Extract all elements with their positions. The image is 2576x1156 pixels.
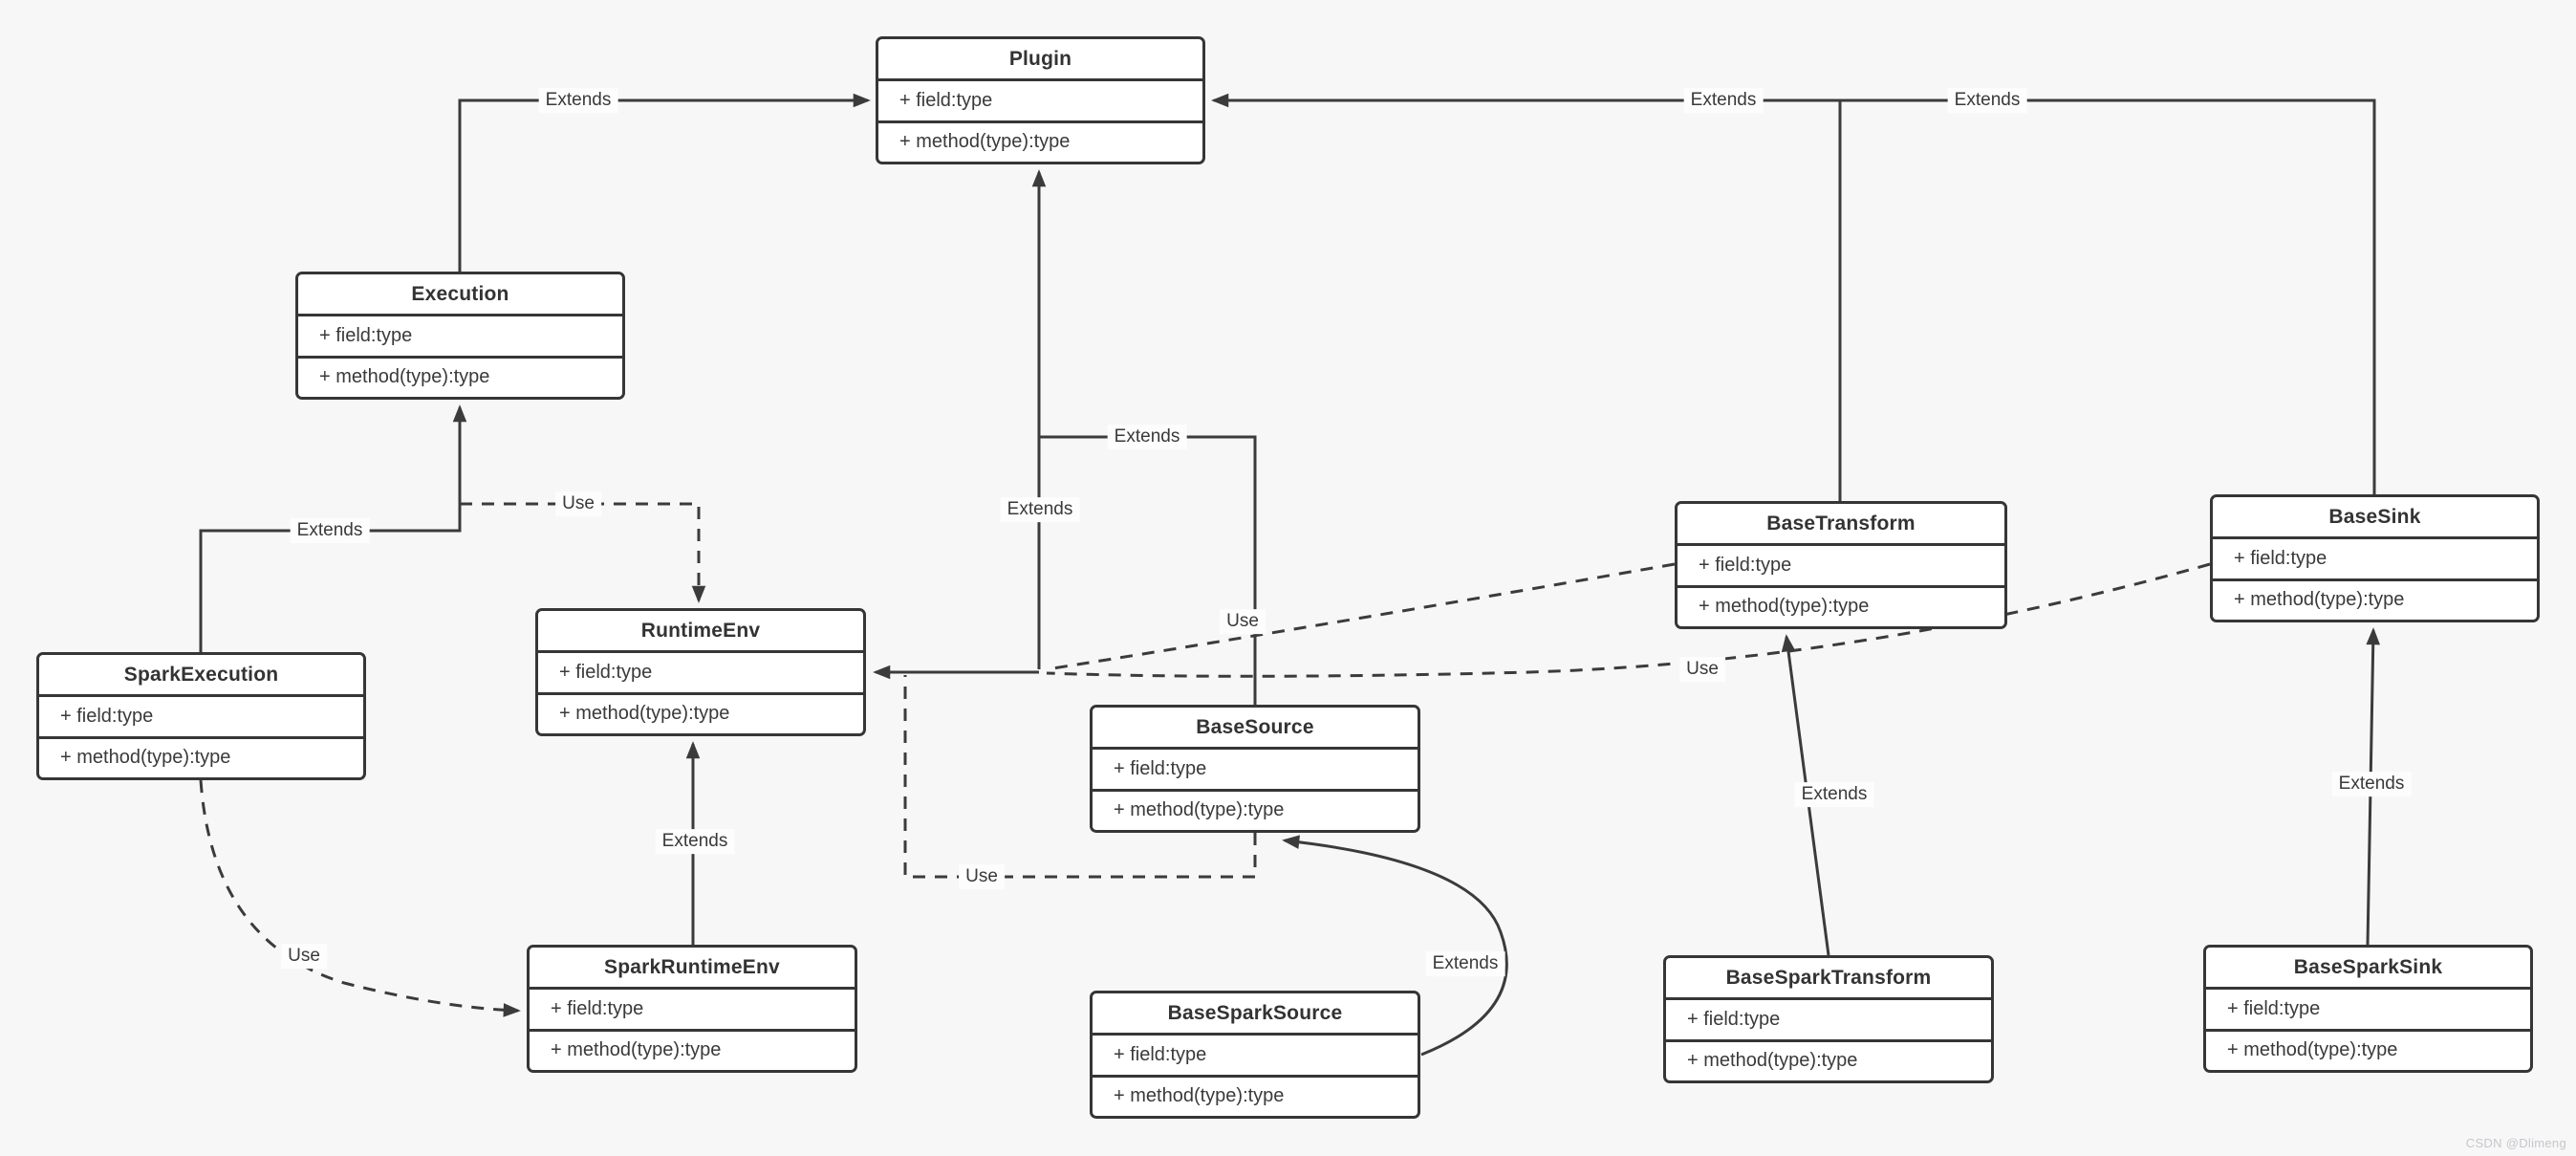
class-field-row-base-transform: + field:type xyxy=(1678,546,2004,588)
connector-basesource-extends-plugin xyxy=(1039,435,1257,705)
class-title-base-spark-transform: BaseSparkTransform xyxy=(1666,958,1991,1000)
connector-basesource-use-runtimeenv xyxy=(903,675,1257,879)
edge-label-extends-0: Extends xyxy=(538,88,618,113)
edge-label-extends-13: Extends xyxy=(1794,782,1874,807)
class-method-row-base-source: + method(type):type xyxy=(1114,799,1285,821)
connector-basetransform-extends-plugin xyxy=(1211,93,1842,501)
class-box-plugin: Plugin+ field:type + method(type):type xyxy=(876,36,1205,164)
edge-label-extends-12: Extends xyxy=(1425,951,1505,976)
edge-label-use-9: Use xyxy=(959,864,1005,889)
class-method-row-plugin: + method(type):type xyxy=(899,131,1071,153)
edge-label-extends-5: Extends xyxy=(1107,425,1187,449)
edge-label-use-8: Use xyxy=(1679,657,1725,682)
class-method-row-spark-execution: + method(type):type xyxy=(60,747,231,769)
class-field-row-plugin: + field:type xyxy=(878,81,1202,123)
class-box-base-sink: BaseSink+ field:type + method(type):type xyxy=(2210,494,2540,622)
class-title-base-spark-source: BaseSparkSource xyxy=(1093,993,1418,1036)
class-method-row-base-spark-source: + method(type):type xyxy=(1114,1085,1285,1107)
connector-basesink-extends-plugin xyxy=(1840,98,2376,494)
class-field-row-spark-execution: + field:type xyxy=(39,697,363,739)
edge-label-use-11: Use xyxy=(281,944,327,969)
class-title-spark-runtime-env: SparkRuntimeEnv xyxy=(530,948,855,990)
class-field-row-base-spark-source: + field:type xyxy=(1093,1036,1418,1078)
class-box-base-spark-sink: BaseSparkSink+ field:type + method(type):… xyxy=(2203,945,2533,1073)
class-field-row-base-sink: + field:type xyxy=(2213,539,2537,581)
edge-label-extends-3: Extends xyxy=(290,518,370,543)
class-box-spark-execution: SparkExecution+ field:type + method(type)… xyxy=(36,652,366,780)
edge-label-extends-10: Extends xyxy=(655,829,735,854)
class-title-execution: Execution xyxy=(298,274,622,316)
connector-basetransform-use-runtimeenv xyxy=(1046,562,1676,671)
edge-label-extends-2: Extends xyxy=(1947,88,2027,113)
class-method-row-runtime-env: + method(type):type xyxy=(559,703,730,725)
class-title-base-source: BaseSource xyxy=(1093,708,1418,750)
edge-label-use-4: Use xyxy=(555,491,601,516)
edge-label-extends-1: Extends xyxy=(1683,88,1764,113)
class-method-row-execution: + method(type):type xyxy=(319,366,490,388)
class-method-row-spark-runtime-env: + method(type):type xyxy=(551,1039,722,1061)
class-title-plugin: Plugin xyxy=(878,39,1202,81)
connector-sparkexecution-use-sparkruntimeenv xyxy=(199,779,521,1017)
class-field-row-execution: + field:type xyxy=(298,316,622,359)
class-box-spark-runtime-env: SparkRuntimeEnv+ field:type + method(type… xyxy=(527,945,857,1073)
class-field-row-runtime-env: + field:type xyxy=(538,653,863,695)
class-title-runtime-env: RuntimeEnv xyxy=(538,611,863,653)
connector-basesparksource-extends-basesource xyxy=(1282,835,1508,1057)
class-title-spark-execution: SparkExecution xyxy=(39,655,363,697)
class-field-row-base-spark-sink: + field:type xyxy=(2206,990,2530,1032)
class-box-base-spark-source: BaseSparkSource+ field:type + method(type… xyxy=(1090,991,1420,1119)
edge-label-extends-14: Extends xyxy=(2331,772,2412,796)
class-box-execution: Execution+ field:type + method(type):type xyxy=(295,272,625,400)
watermark: CSDN @Dlimeng xyxy=(2465,1136,2566,1150)
class-method-row-base-spark-sink: + method(type):type xyxy=(2227,1039,2398,1061)
class-method-row-base-sink: + method(type):type xyxy=(2234,589,2405,611)
class-field-row-base-spark-transform: + field:type xyxy=(1666,1000,1991,1042)
edge-label-use-7: Use xyxy=(1220,609,1266,634)
class-method-row-base-transform: + method(type):type xyxy=(1699,596,1870,618)
class-title-base-spark-sink: BaseSparkSink xyxy=(2206,948,2530,990)
class-box-base-source: BaseSource+ field:type + method(type):typ… xyxy=(1090,705,1420,833)
class-title-base-transform: BaseTransform xyxy=(1678,504,2004,546)
connector-execution-extends-plugin xyxy=(458,93,871,272)
class-box-base-spark-transform: BaseSparkTransform+ field:type + method(t… xyxy=(1663,955,1994,1083)
class-field-row-base-source: + field:type xyxy=(1093,750,1418,792)
class-box-base-transform: BaseTransform+ field:type + method(type):… xyxy=(1675,501,2007,629)
edge-label-extends-6: Extends xyxy=(1000,497,1080,522)
class-field-row-spark-runtime-env: + field:type xyxy=(530,990,855,1032)
class-method-row-base-spark-transform: + method(type):type xyxy=(1687,1050,1858,1072)
class-title-base-sink: BaseSink xyxy=(2213,497,2537,539)
connector-execution-use-runtimeenv xyxy=(460,502,706,603)
class-box-runtime-env: RuntimeEnv+ field:type + method(type):typ… xyxy=(535,608,866,736)
